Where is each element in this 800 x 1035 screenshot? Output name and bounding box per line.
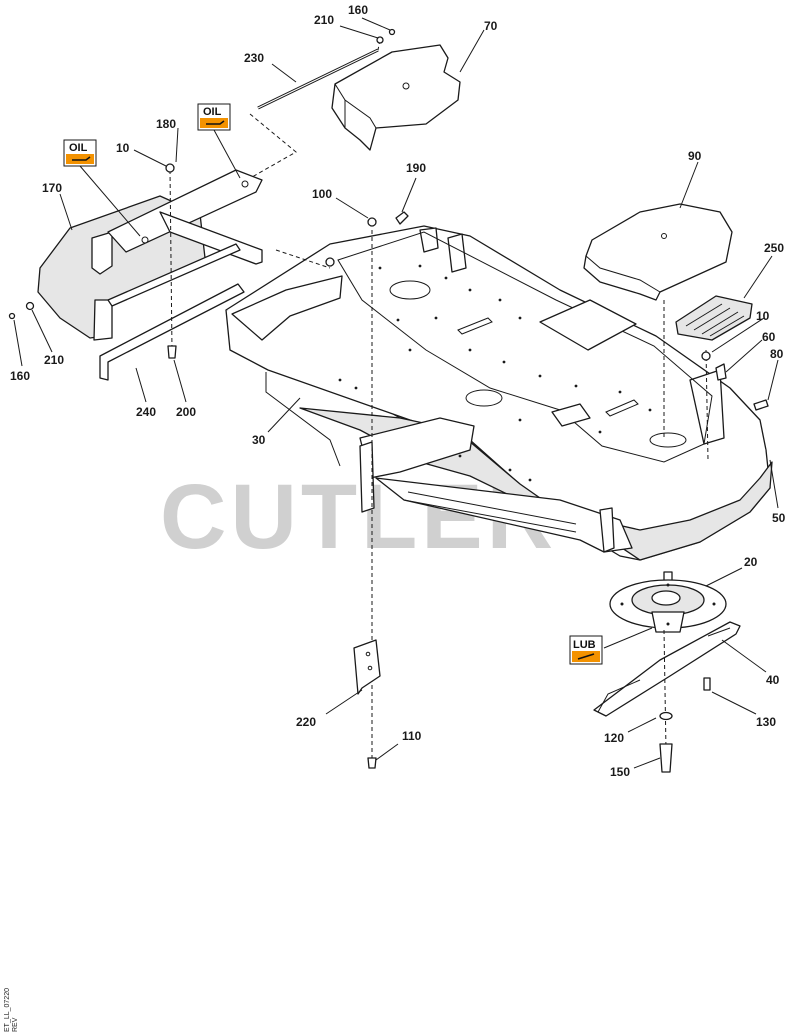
oil-badge-2: OIL [197,103,231,131]
part-100-nut [325,217,377,267]
part-190-bolt [395,211,409,225]
leader-lines [13,17,779,769]
part-180-bracket [107,169,263,307]
grease-gun-icon [577,653,595,660]
callout-190: 190 [406,161,426,175]
deck-rivets [338,264,652,482]
part-150-bolt [659,743,673,773]
part-70-cover [331,44,461,151]
callout-10-left: 10 [116,141,130,155]
part-20-spindle [609,571,727,633]
part-80-bolt [753,399,769,411]
callout-230: 230 [244,51,264,65]
callout-60: 60 [762,330,776,344]
part-90-cover [583,203,733,301]
oil-badge-1: OIL [63,139,97,167]
drawing-ref-code: ET_LL_07220 [4,988,11,1032]
callout-110: 110 [402,729,422,743]
part-240-strip [99,283,245,381]
part-160-nut-top [388,28,396,36]
part-210-washer-left [25,301,35,311]
part-10-nut-left [165,163,175,173]
svg-text:OIL: OIL [69,142,88,154]
callout-170: 170 [42,181,62,195]
drawing-reference: ET_LL_07220 REV [4,988,19,1032]
svg-text:OIL: OIL [203,106,222,118]
callout-70: 70 [484,19,498,33]
oil-can-icon [206,120,225,125]
callout-220: 220 [296,715,316,729]
callout-20: 20 [744,555,758,569]
callout-210-left: 210 [44,353,64,367]
svg-text:LUB: LUB [573,639,596,651]
part-210-washer-top [376,36,384,44]
callout-10-right: 10 [756,309,770,323]
callout-130: 130 [756,715,776,729]
part-120-washer [659,711,673,721]
part-230-rod [257,48,379,110]
part-30-deck [225,225,773,561]
part-160-nut-left [8,312,16,320]
callout-labels: 160 210 70 230 180 10 170 100 190 90 250… [10,3,786,779]
oil-can-icon [72,156,91,161]
callout-30: 30 [252,433,266,447]
part-10-nut-right [701,351,711,361]
callout-200: 200 [176,405,196,419]
part-130-bolt [703,677,711,691]
part-60-bracket [715,363,727,381]
part-220-plate [353,639,381,695]
drawing-ref-sub: REV [12,1017,19,1032]
callout-150: 150 [610,765,630,779]
part-40-blade [593,621,741,717]
part-110-bolt [367,757,377,769]
lub-badge: LUB [569,635,603,665]
callout-40: 40 [766,673,780,687]
callout-120: 120 [604,731,624,745]
part-250-pad [675,295,753,341]
callout-80: 80 [770,347,784,361]
part-200-bolt [167,345,177,359]
callout-210-top: 210 [314,13,334,27]
callout-240: 240 [136,405,156,419]
callout-50: 50 [772,511,786,525]
callout-160-left: 160 [10,369,30,383]
callout-100: 100 [312,187,332,201]
callout-180: 180 [156,117,176,131]
callout-90: 90 [688,149,702,163]
callout-160-top: 160 [348,3,368,17]
callout-250: 250 [764,241,784,255]
